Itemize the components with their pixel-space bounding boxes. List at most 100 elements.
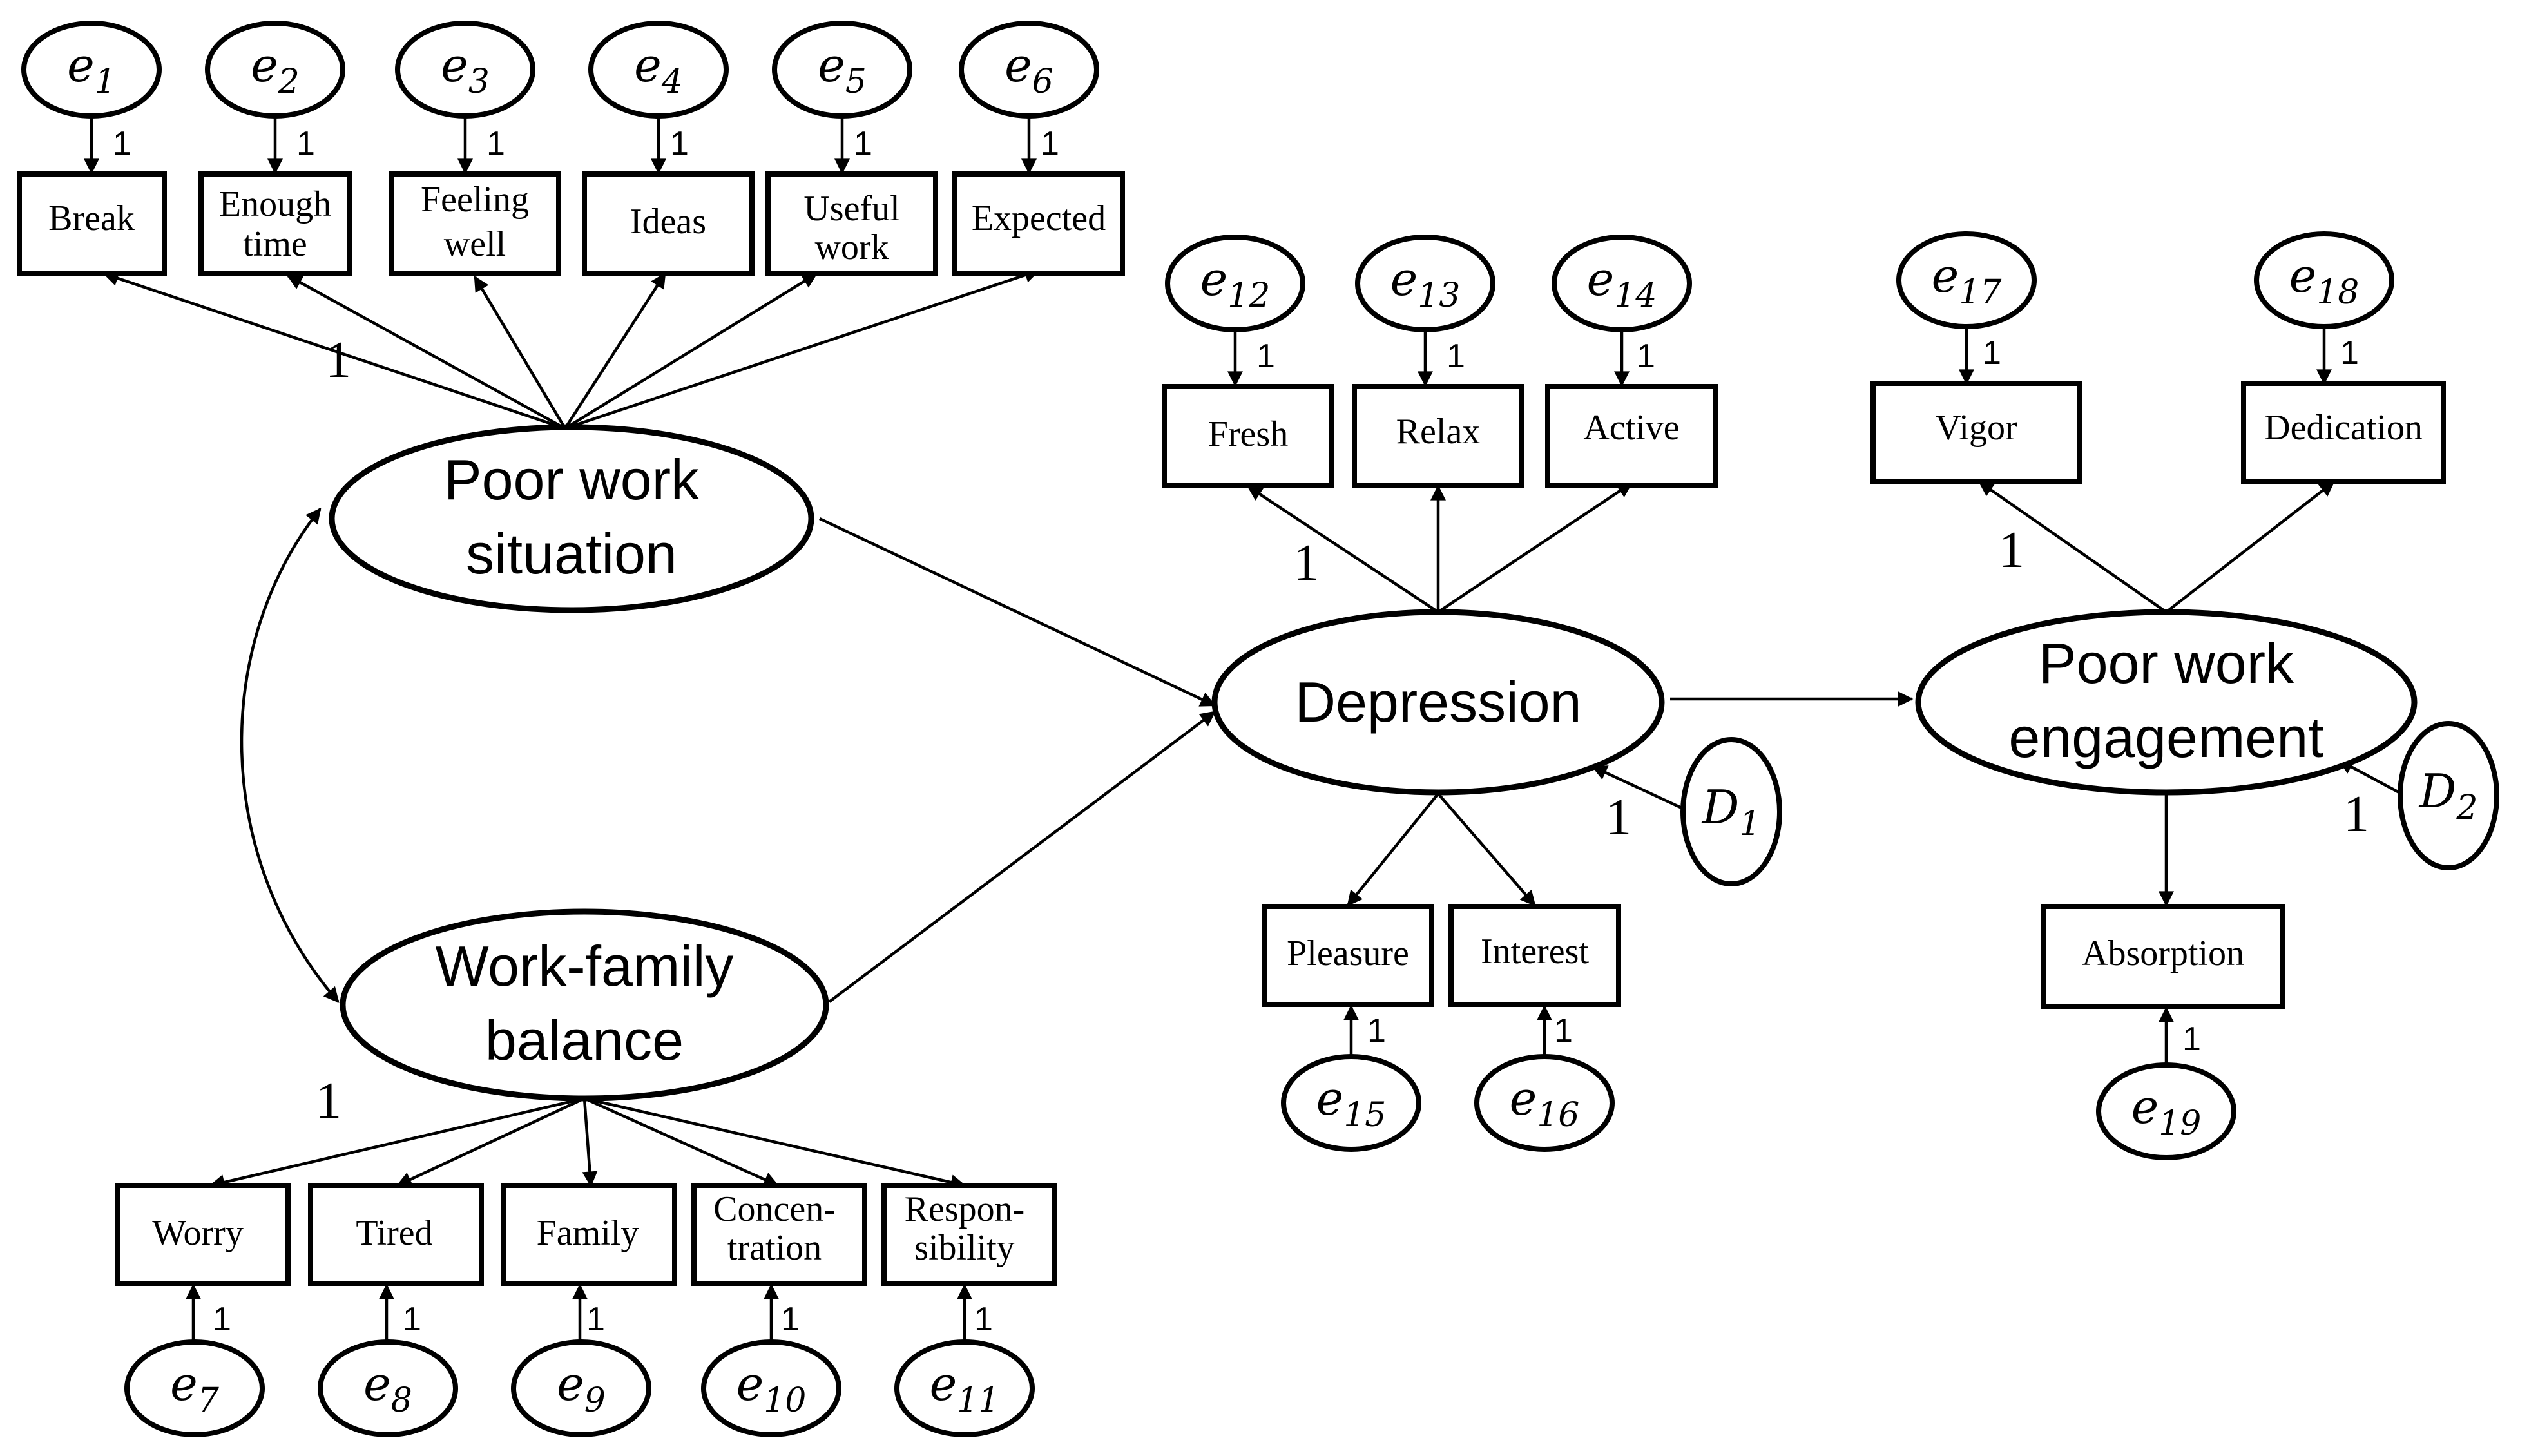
svg-text:Useful: Useful bbox=[803, 189, 899, 229]
loading-label-pwe-vigor: 1 bbox=[1999, 522, 2024, 579]
error-e12: e12 bbox=[1165, 235, 1305, 332]
arrow-pws-expected bbox=[564, 267, 1041, 430]
svg-text:Ideas: Ideas bbox=[630, 202, 706, 242]
loading-label-d1: 1 bbox=[1606, 789, 1631, 846]
indicator-dedication: Dedication bbox=[2241, 381, 2446, 484]
arrow-dep-active bbox=[1437, 482, 1633, 613]
arrow-wfb-depression bbox=[828, 711, 1216, 1003]
arrow-wfb-concentration bbox=[584, 1097, 780, 1187]
error-e2: e2 bbox=[205, 21, 345, 119]
svg-text:Fresh: Fresh bbox=[1208, 414, 1288, 454]
loading-label-e19: 1 bbox=[2182, 1020, 2201, 1058]
loading-label-e7: 1 bbox=[213, 1301, 231, 1338]
svg-text:Feeling: Feeling bbox=[421, 180, 529, 220]
indicator-family: Family bbox=[501, 1183, 677, 1286]
disturbance-d1: D1 bbox=[1680, 737, 1782, 886]
svg-text:Worry: Worry bbox=[152, 1213, 244, 1253]
arrow-wfb-responsibility bbox=[584, 1097, 966, 1190]
error-e7: e7 bbox=[124, 1339, 265, 1437]
svg-text:time: time bbox=[243, 224, 307, 264]
svg-text:e11: e11 bbox=[930, 1357, 1000, 1420]
indicator-tired: Tired bbox=[308, 1183, 484, 1286]
svg-text:e3: e3 bbox=[441, 38, 490, 101]
indicator-break: Break bbox=[17, 171, 167, 276]
svg-text:Tired: Tired bbox=[356, 1213, 432, 1253]
loading-label-e6: 1 bbox=[1041, 125, 1059, 162]
arrow-pws-depression bbox=[819, 517, 1216, 707]
arrow-pwe-vigor bbox=[1978, 481, 2168, 613]
indicator-concentration: Concen-tration bbox=[691, 1183, 867, 1286]
svg-text:e13: e13 bbox=[1390, 252, 1461, 315]
error-terms: e1 e2 e3 e4 e5 e6 e7 e8 e9 e10 e11 e12 e… bbox=[21, 21, 2499, 1437]
svg-text:e19: e19 bbox=[2131, 1080, 2202, 1143]
svg-text:Poor work: Poor work bbox=[444, 448, 700, 512]
svg-text:e17: e17 bbox=[1932, 249, 2003, 312]
latent-poor-work-situation: Poor work situation bbox=[329, 424, 814, 613]
error-e4: e4 bbox=[588, 21, 729, 119]
svg-text:Relax: Relax bbox=[1396, 412, 1481, 452]
indicator-vigor: Vigor bbox=[1870, 381, 2082, 484]
error-e11: e11 bbox=[894, 1339, 1035, 1437]
error-e9: e9 bbox=[511, 1339, 651, 1437]
loading-label-pws-break: 1 bbox=[325, 332, 351, 388]
svg-text:Poor work: Poor work bbox=[2039, 631, 2294, 695]
svg-text:Absorption: Absorption bbox=[2082, 934, 2244, 973]
indicator-ideas: Ideas bbox=[582, 171, 755, 276]
latent-depression: Depression bbox=[1211, 609, 1665, 796]
svg-text:e5: e5 bbox=[818, 38, 867, 101]
error-e1: e1 bbox=[21, 21, 162, 119]
svg-text:Pleasure: Pleasure bbox=[1287, 934, 1409, 973]
svg-text:sibility: sibility bbox=[914, 1228, 1015, 1268]
error-e10: e10 bbox=[701, 1339, 841, 1437]
loading-label-e11: 1 bbox=[974, 1301, 993, 1338]
covariance-pws-wfb bbox=[240, 508, 340, 1003]
arrow-d1-depression bbox=[1591, 765, 1684, 810]
loading-label-e8: 1 bbox=[403, 1301, 421, 1338]
disturbance-d2: D2 bbox=[2398, 721, 2499, 870]
svg-text:Family: Family bbox=[537, 1213, 639, 1253]
svg-text:work: work bbox=[814, 227, 889, 267]
indicator-interest: Interest bbox=[1448, 904, 1621, 1007]
indicator-expected: Expected bbox=[952, 171, 1125, 276]
loading-label-e10: 1 bbox=[781, 1301, 800, 1338]
svg-text:Expected: Expected bbox=[972, 198, 1106, 238]
error-e15: e15 bbox=[1281, 1054, 1421, 1152]
indicator-responsibility: Respon-sibility bbox=[881, 1183, 1057, 1286]
arrow-pwe-dedication bbox=[2165, 481, 2335, 613]
error-e3: e3 bbox=[395, 21, 535, 119]
svg-text:Interest: Interest bbox=[1481, 932, 1589, 972]
svg-text:e14: e14 bbox=[1587, 252, 1657, 315]
svg-text:Respon-: Respon- bbox=[905, 1189, 1025, 1229]
error-e16: e16 bbox=[1474, 1054, 1615, 1152]
loading-label-e2: 1 bbox=[296, 125, 315, 162]
loading-label-e16: 1 bbox=[1554, 1012, 1573, 1049]
svg-text:Depression: Depression bbox=[1294, 670, 1581, 734]
loading-label-d2: 1 bbox=[2343, 786, 2369, 843]
svg-text:e16: e16 bbox=[1510, 1071, 1580, 1135]
svg-text:Work-family: Work-family bbox=[436, 934, 734, 998]
loading-label-e4: 1 bbox=[670, 125, 689, 162]
svg-text:e6: e6 bbox=[1005, 38, 1053, 101]
svg-text:balance: balance bbox=[485, 1008, 684, 1072]
svg-text:e12: e12 bbox=[1200, 252, 1271, 315]
svg-text:e2: e2 bbox=[251, 38, 300, 101]
svg-text:e9: e9 bbox=[557, 1357, 606, 1420]
error-e13: e13 bbox=[1355, 235, 1495, 332]
arrow-wfb-family bbox=[582, 1098, 598, 1187]
arrow-pws-feeling-well bbox=[474, 275, 566, 430]
arrow-dep-interest bbox=[1437, 792, 1536, 906]
arrow-pws-ideas bbox=[564, 272, 666, 430]
svg-text:e18: e18 bbox=[2289, 249, 2360, 312]
error-e17: e17 bbox=[1896, 231, 2037, 329]
svg-text:e8: e8 bbox=[363, 1357, 412, 1420]
indicator-relax: Relax bbox=[1352, 384, 1524, 488]
svg-text:D2: D2 bbox=[2418, 764, 2478, 827]
svg-text:tration: tration bbox=[727, 1228, 822, 1268]
indicator-worry: Worry bbox=[115, 1183, 291, 1286]
arrow-wfb-worry bbox=[209, 1097, 585, 1190]
loading-label-e14: 1 bbox=[1637, 338, 1655, 375]
